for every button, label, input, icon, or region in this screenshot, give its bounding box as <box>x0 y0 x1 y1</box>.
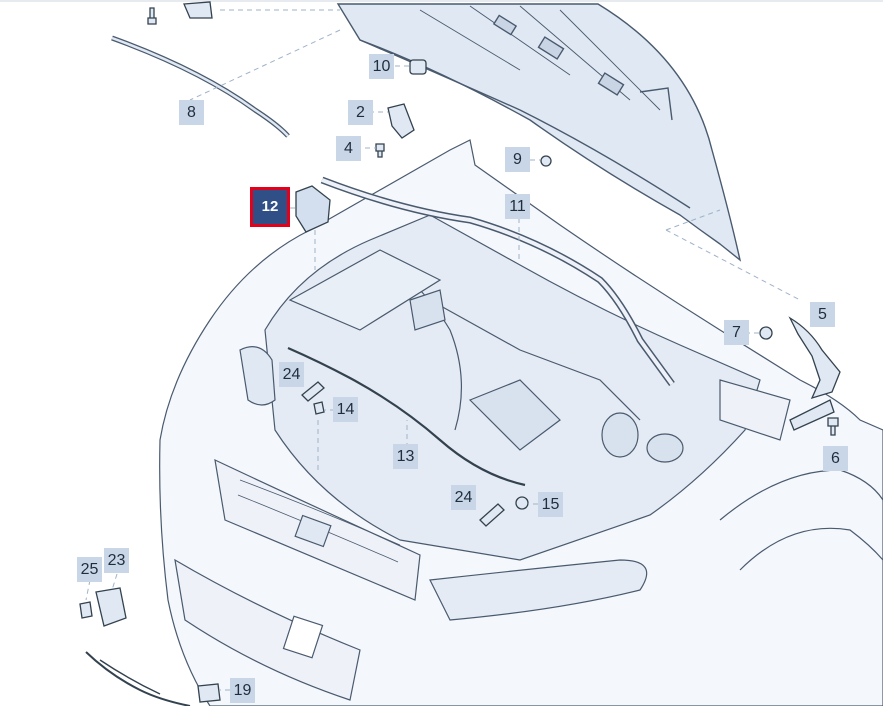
cable-clip-part <box>197 683 221 703</box>
bonnet-part <box>336 3 742 262</box>
hinge-bolt-part <box>827 417 839 436</box>
callout-12-selected[interactable]: 12 <box>250 187 290 227</box>
callout-5[interactable]: 5 <box>810 302 835 327</box>
lock-bracket-part <box>387 103 415 139</box>
callout-10[interactable]: 10 <box>369 54 394 79</box>
grommet-part <box>515 496 529 510</box>
callout-24-upper[interactable]: 24 <box>279 362 304 387</box>
lock-clip-part <box>79 601 93 619</box>
callout-4[interactable]: 4 <box>336 136 361 161</box>
hinge-nut-part <box>759 326 773 340</box>
callout-7[interactable]: 7 <box>724 320 749 345</box>
callout-6[interactable]: 6 <box>823 446 848 471</box>
screw-part <box>375 143 385 158</box>
bolt-part <box>147 7 157 25</box>
release-cable-part <box>287 346 526 487</box>
callout-2[interactable]: 2 <box>348 100 373 125</box>
callout-15[interactable]: 15 <box>538 492 563 517</box>
callout-11[interactable]: 11 <box>505 194 530 219</box>
vehicle-body <box>159 139 883 706</box>
striker-bracket-part <box>295 185 331 233</box>
bonnet-lock-part <box>95 587 127 627</box>
bracket-part <box>183 1 213 19</box>
rubber-buffer-part <box>409 59 427 75</box>
hinge-part <box>788 316 841 400</box>
callout-13[interactable]: 13 <box>393 444 418 469</box>
callout-8[interactable]: 8 <box>179 100 204 125</box>
callout-19[interactable]: 19 <box>230 678 255 703</box>
callout-24-lower[interactable]: 24 <box>451 485 476 510</box>
callout-14[interactable]: 14 <box>333 397 358 422</box>
bolt-part-upper <box>301 381 325 402</box>
clip-part <box>313 401 325 415</box>
bolt-part-lower <box>479 503 505 527</box>
parts-layer <box>79 1 841 706</box>
callout-9[interactable]: 9 <box>505 147 530 172</box>
callout-25[interactable]: 25 <box>77 557 102 582</box>
nut-part <box>540 155 552 167</box>
callout-23[interactable]: 23 <box>104 548 129 573</box>
